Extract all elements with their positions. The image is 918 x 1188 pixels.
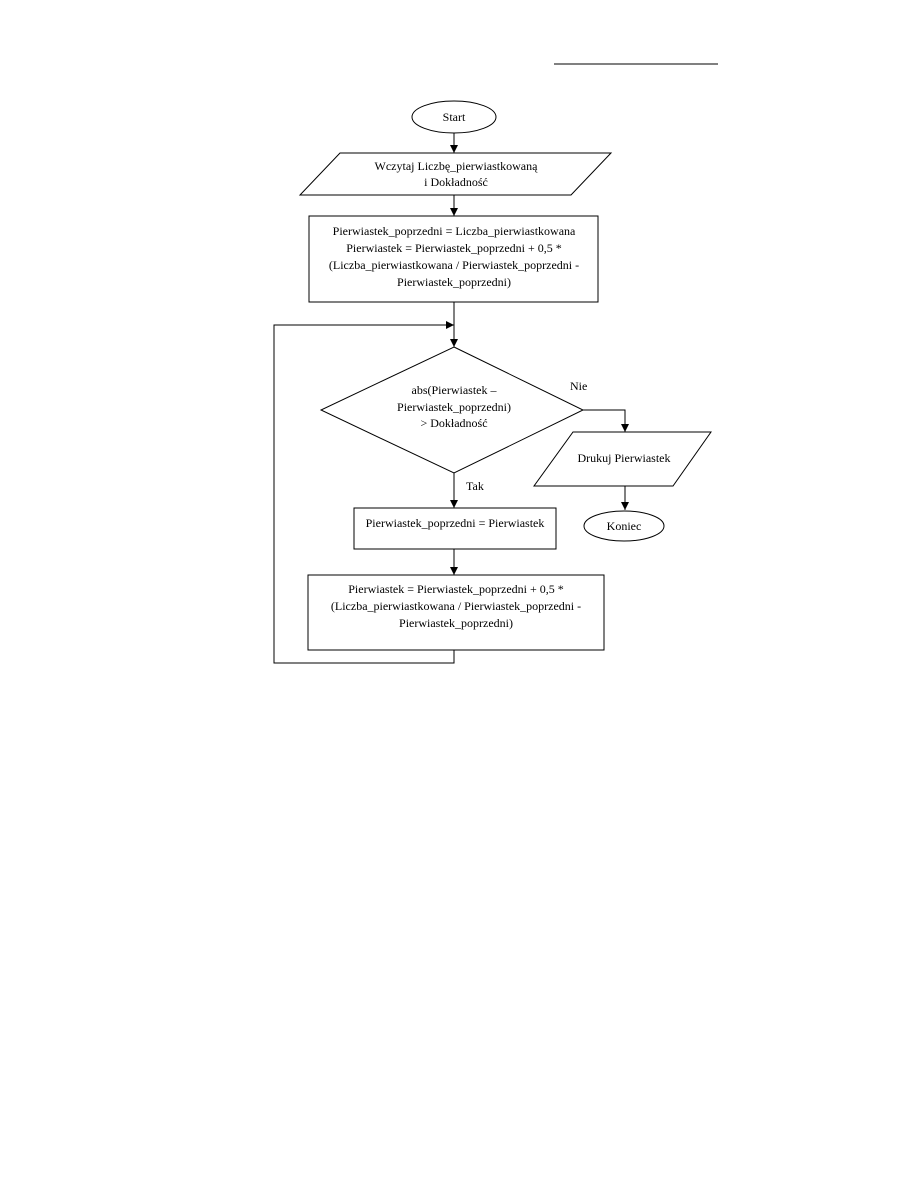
edge-loop-back xyxy=(273,321,455,664)
decision-label-line-2: Pierwiastek_poprzedni) xyxy=(397,400,511,414)
output-node xyxy=(533,431,712,487)
input-node xyxy=(298,152,613,196)
assign-process xyxy=(353,507,557,550)
update-label-line-2: (Liczba_pierwiastkowana / Pierwiastek_po… xyxy=(331,599,581,613)
init-process xyxy=(308,215,599,303)
decision-label-line-3: > Dokładność xyxy=(420,416,487,430)
init-label-line-3: (Liczba_pierwiastkowana / Pierwiastek_po… xyxy=(329,258,579,272)
end-label: Koniec xyxy=(607,519,642,533)
update-label-line-1: Pierwiastek = Pierwiastek_poprzedni + 0,… xyxy=(348,582,564,596)
edge-decision-output xyxy=(583,409,629,432)
edge-label-nie: Nie xyxy=(570,379,587,393)
edge-label-tak: Tak xyxy=(466,479,484,493)
assign-label: Pierwiastek_poprzedni = Pierwiastek xyxy=(366,516,545,530)
update-label-line-3: Pierwiastek_poprzedni) xyxy=(399,616,513,630)
input-label-line-2: i Dokładność xyxy=(424,175,488,189)
end-terminal xyxy=(583,510,665,542)
update-process xyxy=(307,574,605,651)
decision-label-line-1: abs(Pierwiastek – xyxy=(412,383,498,397)
init-label-line-1: Pierwiastek_poprzedni = Liczba_pierwiast… xyxy=(333,224,576,238)
init-label-line-2: Pierwiastek = Pierwiastek_poprzedni + 0,… xyxy=(346,241,562,255)
input-label-line-1: Wczytaj Liczbę_pierwiastkowaną xyxy=(375,159,539,173)
init-label-line-4: Pierwiastek_poprzedni) xyxy=(397,275,511,289)
start-label: Start xyxy=(443,110,466,124)
output-label: Drukuj Pierwiastek xyxy=(578,451,671,465)
